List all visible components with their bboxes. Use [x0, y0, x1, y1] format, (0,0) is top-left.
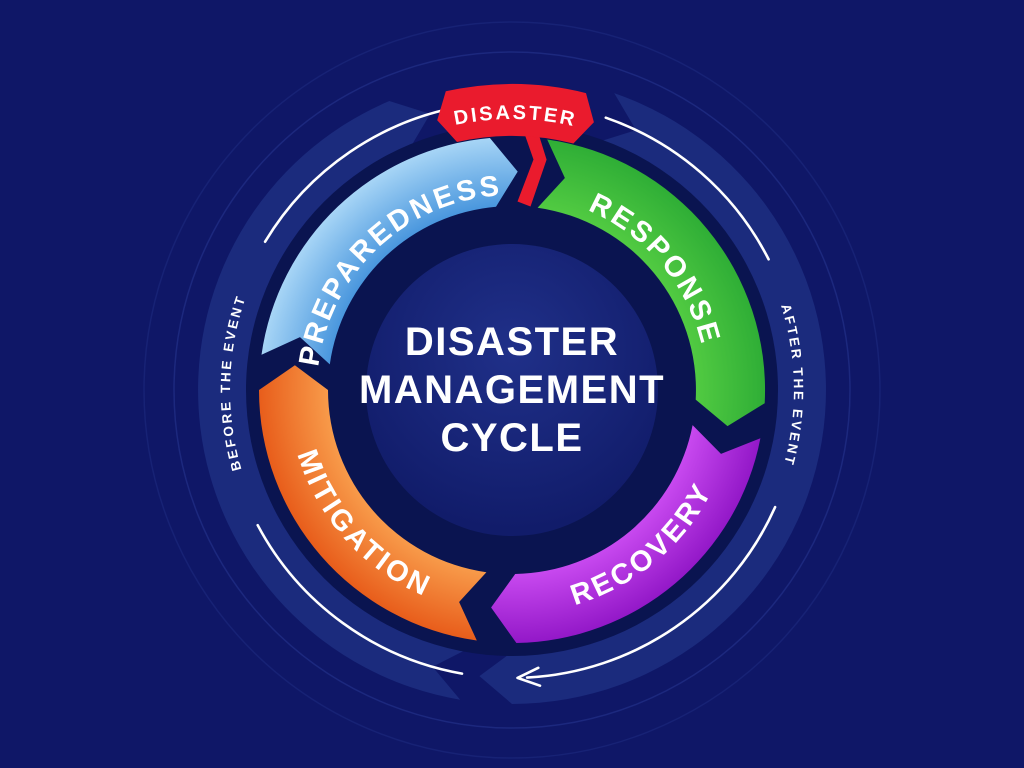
- disaster-banner: [437, 84, 594, 144]
- flow-arrow-arc-4: [525, 505, 777, 679]
- faint-outer-ring-1: [173, 51, 851, 729]
- flow-arrowhead-2: [516, 666, 542, 687]
- segment-recovery: [491, 425, 761, 643]
- flow-arrow-arc-2: [263, 104, 466, 243]
- center-circle: [366, 244, 658, 536]
- outer-band-after-arrow: [479, 93, 826, 705]
- disaster-bolt: [517, 118, 547, 207]
- segment-response: [537, 139, 766, 427]
- flow-arrow-arc-3: [604, 116, 770, 261]
- outer-band-arrows: [198, 93, 826, 705]
- outer-band-before-arrow: [198, 101, 469, 700]
- cycle-segments: [259, 138, 766, 643]
- center-title-line2: MANAGEMENT: [359, 368, 665, 412]
- flow-arrow-arc-1: [256, 523, 464, 675]
- center-title-line3: CYCLE: [440, 416, 583, 460]
- center-title-line1: DISASTER: [405, 320, 619, 364]
- segment-preparedness: [261, 138, 518, 365]
- faint-outer-ring-2: [143, 21, 881, 759]
- segment-mitigation: [259, 365, 487, 641]
- faint-outer-rings: [143, 21, 881, 759]
